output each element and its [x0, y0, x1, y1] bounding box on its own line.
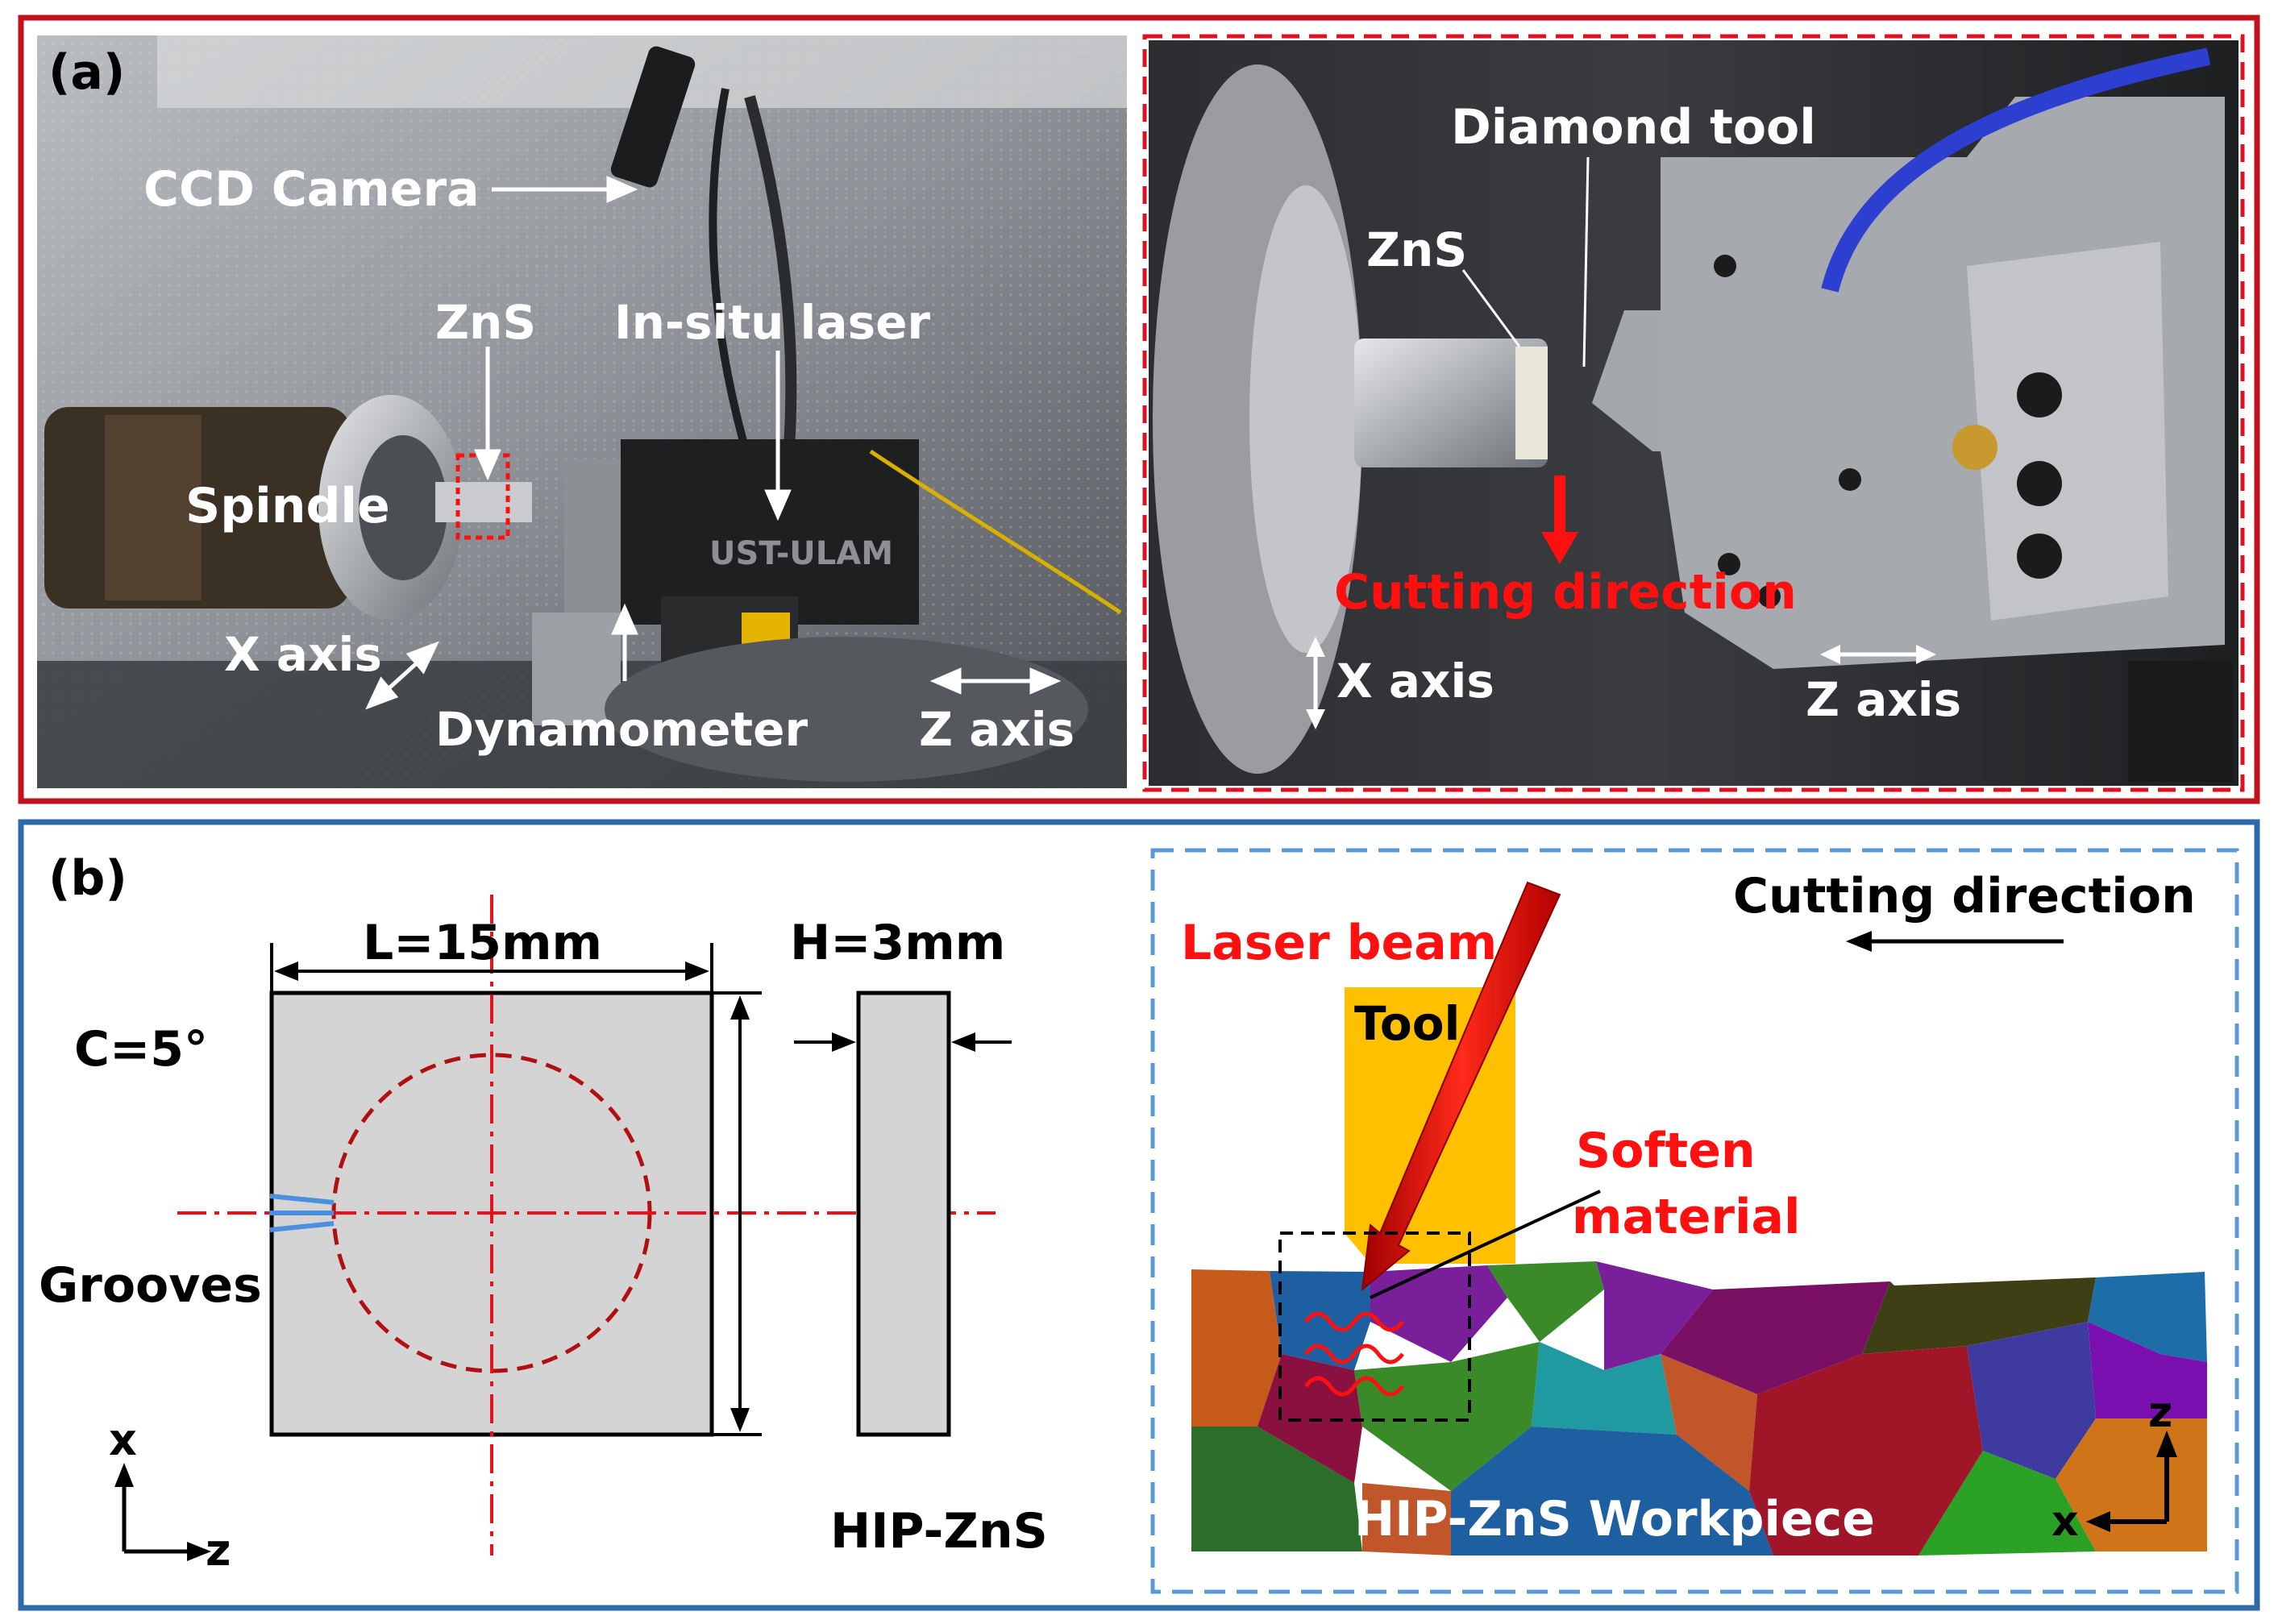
- axis-label-z-left: z: [206, 1525, 231, 1576]
- label-material: material: [1572, 1189, 1801, 1245]
- label-zns-right: ZnS: [1366, 222, 1467, 277]
- label-spindle: Spindle: [185, 478, 390, 534]
- label-z-axis-left: Z axis: [919, 702, 1075, 757]
- label-dynamometer: Dynamometer: [435, 702, 808, 757]
- axis-label-x-right: x: [2051, 1497, 2079, 1546]
- workpiece-axes: [2086, 1431, 2177, 1532]
- label-x-axis-right: X axis: [1336, 654, 1494, 708]
- label-in-situ-laser: In-situ laser: [614, 295, 930, 350]
- photo-right-annotations: [1306, 156, 1936, 729]
- soften-leader: [1370, 1190, 1601, 1299]
- closeup-frame: [1142, 34, 2245, 792]
- sample-schematic: [114, 895, 1012, 1561]
- label-grooves: Grooves: [39, 1257, 262, 1314]
- photo-closeup: [1149, 40, 2239, 786]
- label-height: H=3mm: [790, 915, 1005, 971]
- label-panel-a: (a): [48, 44, 125, 101]
- zns-sample-closeup: [1354, 339, 1548, 467]
- label-x-axis-left: X axis: [224, 627, 382, 682]
- label-cutting-direction-photo: Cutting direction: [1334, 564, 1797, 621]
- label-laser-beam: Laser beam: [1181, 915, 1497, 971]
- label-hip-zns: HIP-ZnS: [830, 1503, 1048, 1560]
- axis-label-x-left: x: [109, 1414, 137, 1465]
- cutting-schematic-frame: [1150, 848, 2239, 1594]
- label-length: L=15mm: [363, 915, 602, 971]
- label-angle: C=5°: [74, 1021, 208, 1078]
- axis-label-z-right: z: [2148, 1389, 2172, 1437]
- label-ccd-camera: CCD Camera: [143, 161, 480, 218]
- label-diamond-tool: Diamond tool: [1451, 99, 1816, 156]
- workpiece-grains: [1191, 1261, 2207, 1555]
- sample-side-view: [856, 991, 951, 1437]
- label-panel-b: (b): [48, 850, 127, 907]
- label-cutting-direction: Cutting direction: [1733, 868, 2196, 924]
- label-tool: Tool: [1354, 996, 1460, 1051]
- label-z-axis-right: Z axis: [1806, 672, 1961, 727]
- photo-machine-setup: UST-ULAM: [37, 35, 1127, 788]
- laser-beam: [1361, 881, 1561, 1292]
- label-soften: Soften: [1576, 1123, 1756, 1179]
- ccd-camera-body: [610, 46, 696, 188]
- label-zns-left: ZnS: [435, 295, 536, 350]
- grooves-marks: [269, 1194, 335, 1232]
- label-workpiece: HIP-ZnS Workpiece: [1354, 1491, 1875, 1547]
- photo-left-annotations: [365, 176, 1062, 710]
- soften-zone-box: [1278, 1231, 1471, 1422]
- soften-waves: [1304, 1311, 1404, 1397]
- machine-plate-text: UST-ULAM: [709, 535, 893, 572]
